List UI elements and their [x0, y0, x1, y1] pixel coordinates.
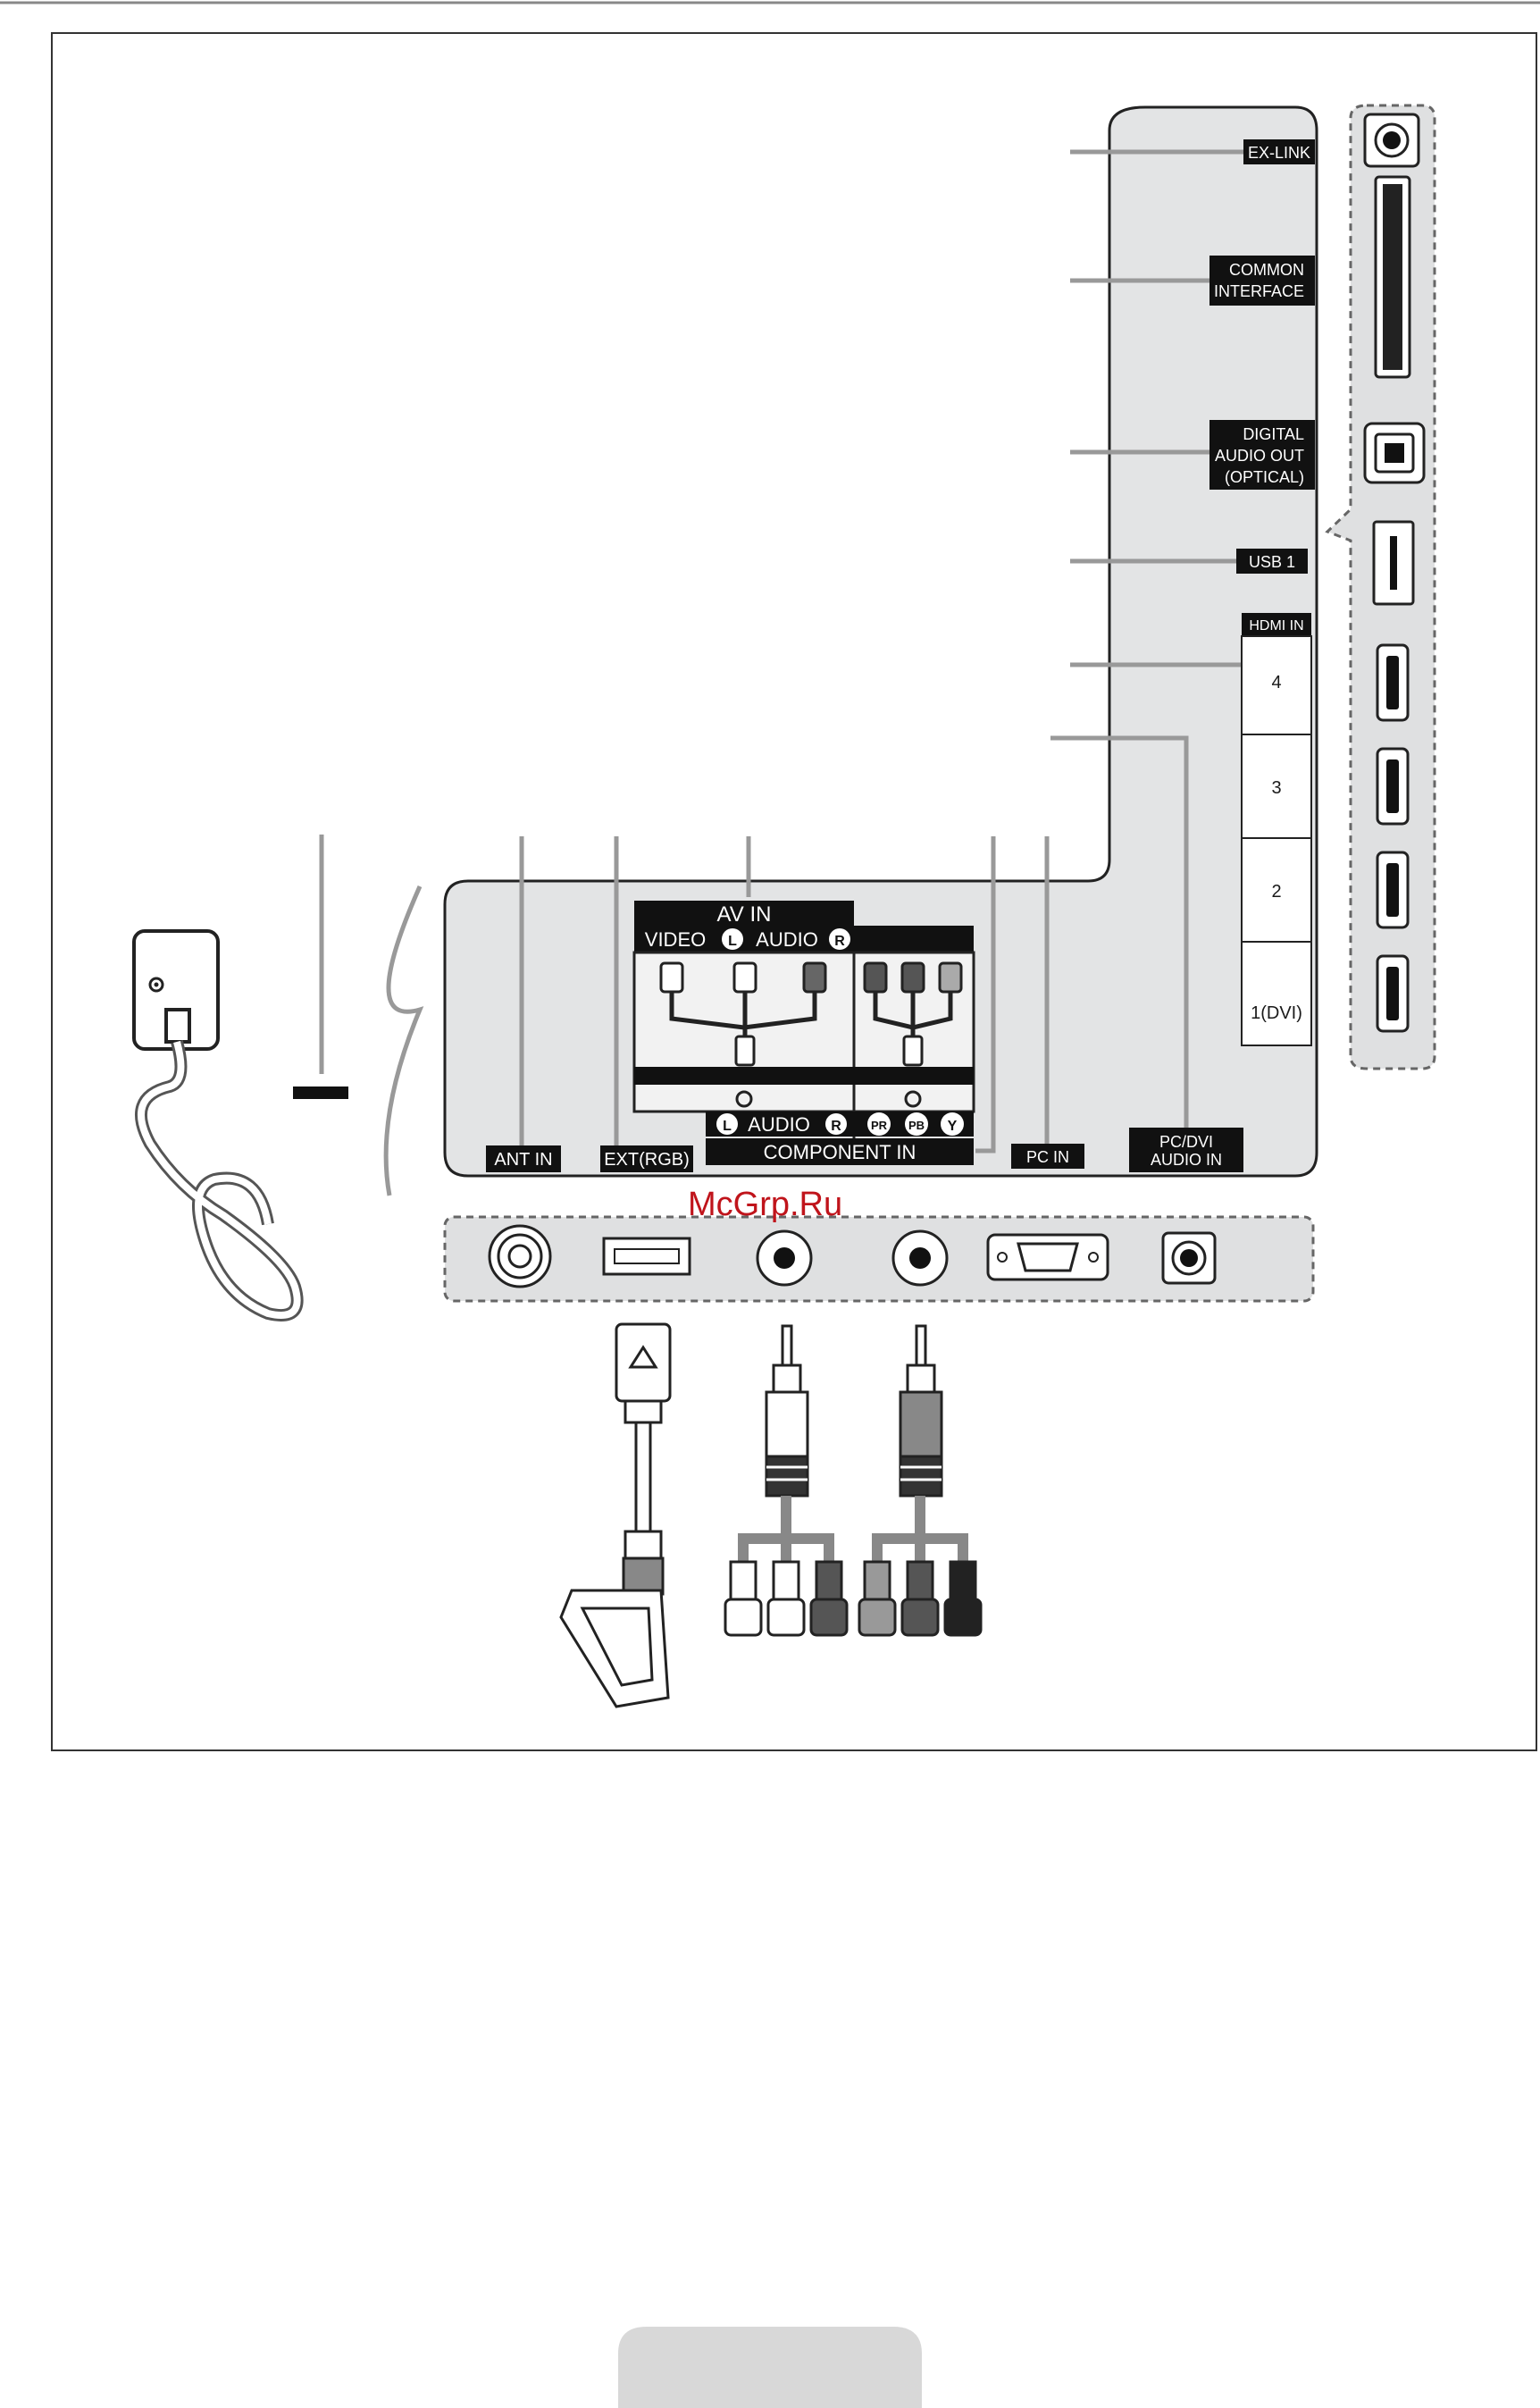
- hdmi-port-label-3: 3: [1271, 778, 1281, 798]
- label-ant-in: ANT IN: [486, 1145, 561, 1172]
- svg-text:COMMON: COMMON: [1229, 261, 1304, 279]
- component-cable-icon: [859, 1326, 981, 1635]
- svg-text:VIDEO: VIDEO: [645, 928, 706, 951]
- svg-text:EX-LINK: EX-LINK: [1248, 144, 1310, 162]
- svg-text:AUDIO IN: AUDIO IN: [1151, 1151, 1222, 1169]
- av-cable-icon: [725, 1326, 847, 1635]
- label-common-interface: COMMON INTERFACE: [1209, 256, 1315, 306]
- svg-text:AUDIO OUT: AUDIO OUT: [1215, 447, 1304, 465]
- av-audio-jack-icon: [757, 1231, 811, 1285]
- svg-text:INTERFACE: INTERFACE: [1214, 282, 1304, 300]
- component-audio-jack-icon: [893, 1231, 947, 1285]
- usb-port-icon: [1374, 522, 1413, 604]
- hdmi-port-label-2: 2: [1271, 882, 1281, 902]
- power-marker: [293, 1087, 348, 1099]
- power-cord-icon: [134, 931, 297, 1315]
- svg-text:EXT(RGB): EXT(RGB): [604, 1150, 690, 1170]
- vga-port-icon: [988, 1235, 1108, 1280]
- svg-text:USB 1: USB 1: [1249, 553, 1295, 571]
- svg-text:HDMI IN: HDMI IN: [1249, 618, 1303, 633]
- svg-text:R: R: [834, 934, 845, 949]
- svg-text:DIGITAL: DIGITAL: [1243, 425, 1304, 443]
- watermark: McGrp.Ru: [688, 1186, 842, 1223]
- svg-text:L: L: [728, 934, 737, 949]
- optical-port-icon: [1365, 424, 1424, 482]
- scart-port-icon: [604, 1238, 690, 1274]
- label-ex-link: EX-LINK: [1243, 139, 1315, 164]
- svg-text:PR: PR: [871, 1119, 888, 1132]
- svg-text:PC IN: PC IN: [1026, 1148, 1069, 1166]
- page-number-tab: [618, 2327, 922, 2408]
- hdmi-in-stack: HDMI IN 4 3 2 1(DVI): [1242, 613, 1311, 1045]
- svg-text:PB: PB: [908, 1119, 925, 1132]
- label-usb: USB 1: [1236, 549, 1308, 574]
- label-digital-audio-out: DIGITAL AUDIO OUT (OPTICAL): [1209, 420, 1315, 490]
- svg-text:(OPTICAL): (OPTICAL): [1225, 468, 1304, 486]
- pc-audio-jack-icon: [1163, 1233, 1215, 1283]
- scart-cable-icon: [561, 1324, 670, 1707]
- svg-text:AV IN: AV IN: [717, 902, 772, 927]
- hdmi-port-label-1: 1(DVI): [1251, 1003, 1302, 1023]
- svg-text:PC/DVI: PC/DVI: [1159, 1133, 1213, 1151]
- panel-break-curve: [386, 886, 420, 1196]
- svg-text:AUDIO: AUDIO: [748, 1113, 810, 1136]
- svg-text:Y: Y: [948, 1119, 958, 1134]
- svg-text:COMPONENT IN: COMPONENT IN: [764, 1141, 916, 1163]
- label-pc-dvi-audio-in: PC/DVI AUDIO IN: [1129, 1128, 1243, 1172]
- svg-text:AUDIO: AUDIO: [756, 928, 818, 951]
- ex-link-jack-icon: [1365, 114, 1419, 166]
- svg-text:L: L: [723, 1119, 732, 1134]
- common-interface-slot-icon: [1376, 177, 1410, 377]
- label-ext-rgb: EXT(RGB): [600, 1145, 693, 1172]
- hdmi-port-label-4: 4: [1271, 673, 1281, 692]
- svg-text:ANT IN: ANT IN: [494, 1150, 552, 1170]
- antenna-port-icon: [490, 1226, 550, 1287]
- label-pc-in: PC IN: [1011, 1144, 1084, 1169]
- svg-text:R: R: [831, 1119, 841, 1134]
